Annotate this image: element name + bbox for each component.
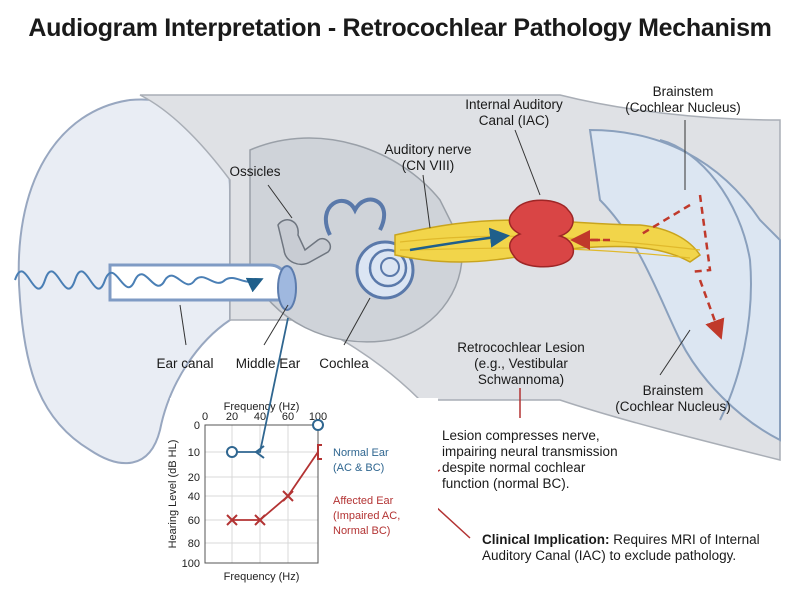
audiogram-bg (170, 398, 438, 592)
legend-0-line-1: (AC & BC) (333, 462, 384, 474)
label-cochlea: Cochlea (319, 356, 369, 371)
cochlea-spiral-inner (380, 257, 400, 277)
eardrum (277, 265, 297, 311)
plot-frame (204, 424, 319, 564)
marker-bc-bracket (317, 444, 322, 460)
lesion-mass (508, 199, 575, 268)
page-title: Audiogram Interpretation - Retrocochlear… (28, 14, 772, 42)
marker-circle (312, 419, 324, 431)
y-tick-label: 0 (194, 420, 200, 432)
series-line-1 (232, 451, 319, 521)
ear-canal-tube (108, 263, 293, 302)
x-tick-label: 20 (226, 411, 238, 423)
brainstem-shape-2 (659, 139, 752, 421)
inner-bone (249, 137, 463, 343)
marker-bc-left (254, 445, 265, 459)
ossicles-bones (277, 219, 332, 266)
marker-x (254, 514, 266, 526)
note-lesion-effect: Lesion compresses nerve,impairing neural… (442, 428, 618, 491)
series-line-0 (232, 317, 289, 453)
marker-x (282, 490, 294, 502)
leader-ear-canal (179, 304, 187, 346)
leader-cochlea (343, 297, 371, 346)
sound-wave (14, 270, 264, 293)
y-tick-label: 20 (188, 472, 200, 484)
label-ear-canal: Ear canal (156, 356, 214, 371)
legend-1-line-1: (Impaired AC, (333, 510, 400, 522)
y-tick-label: 10 (188, 447, 200, 459)
leader-ossicles (267, 184, 293, 219)
label-auditory-nerve: Auditory nerve(CN VIII) (384, 142, 472, 173)
label-brainstem-bottom: Brainstem(Cochlear Nucleus) (615, 383, 731, 414)
cochlea-spiral-mid (368, 248, 408, 288)
x-tick-label: 100 (309, 411, 327, 423)
x-axis-title-top: Frequency (Hz) (224, 401, 300, 413)
nerve-signal-arrow (409, 227, 510, 252)
legend-0-line-0: Normal Ear (333, 447, 389, 459)
marker-circle (226, 446, 238, 458)
leader-brainstem-bottom (659, 329, 691, 376)
label-brainstem-top: Brainstem(Cochlear Nucleus) (625, 84, 741, 115)
marker-x (226, 514, 238, 526)
label-ossicles: Ossicles (229, 164, 281, 179)
x-tick-label: 40 (254, 411, 266, 423)
semicircular-canals (323, 197, 387, 236)
x-axis-title-bottom: Frequency (Hz) (224, 571, 300, 583)
y-axis-title: Hearing Level (dB HL) (167, 440, 179, 549)
leader-nerve (422, 174, 431, 229)
leader-iac (514, 129, 541, 196)
label-middle-ear: Middle Ear (235, 356, 301, 371)
legend-1-line-2: Normal BC) (333, 525, 390, 537)
descending-arrow (698, 279, 725, 340)
y-tick-label: 60 (188, 515, 200, 527)
y-tick-label: 80 (188, 538, 200, 550)
x-tick-label: 60 (282, 411, 294, 423)
x-tick-label: 0 (202, 411, 208, 423)
y-tick-label: 40 (188, 491, 200, 503)
legend-1-line-0: Affected Ear (333, 495, 394, 507)
y-tick-label: 100 (182, 558, 200, 570)
leader-middle-ear (263, 304, 289, 346)
note-clinical-implication: Clinical Implication: Requires MRI of In… (482, 532, 760, 563)
